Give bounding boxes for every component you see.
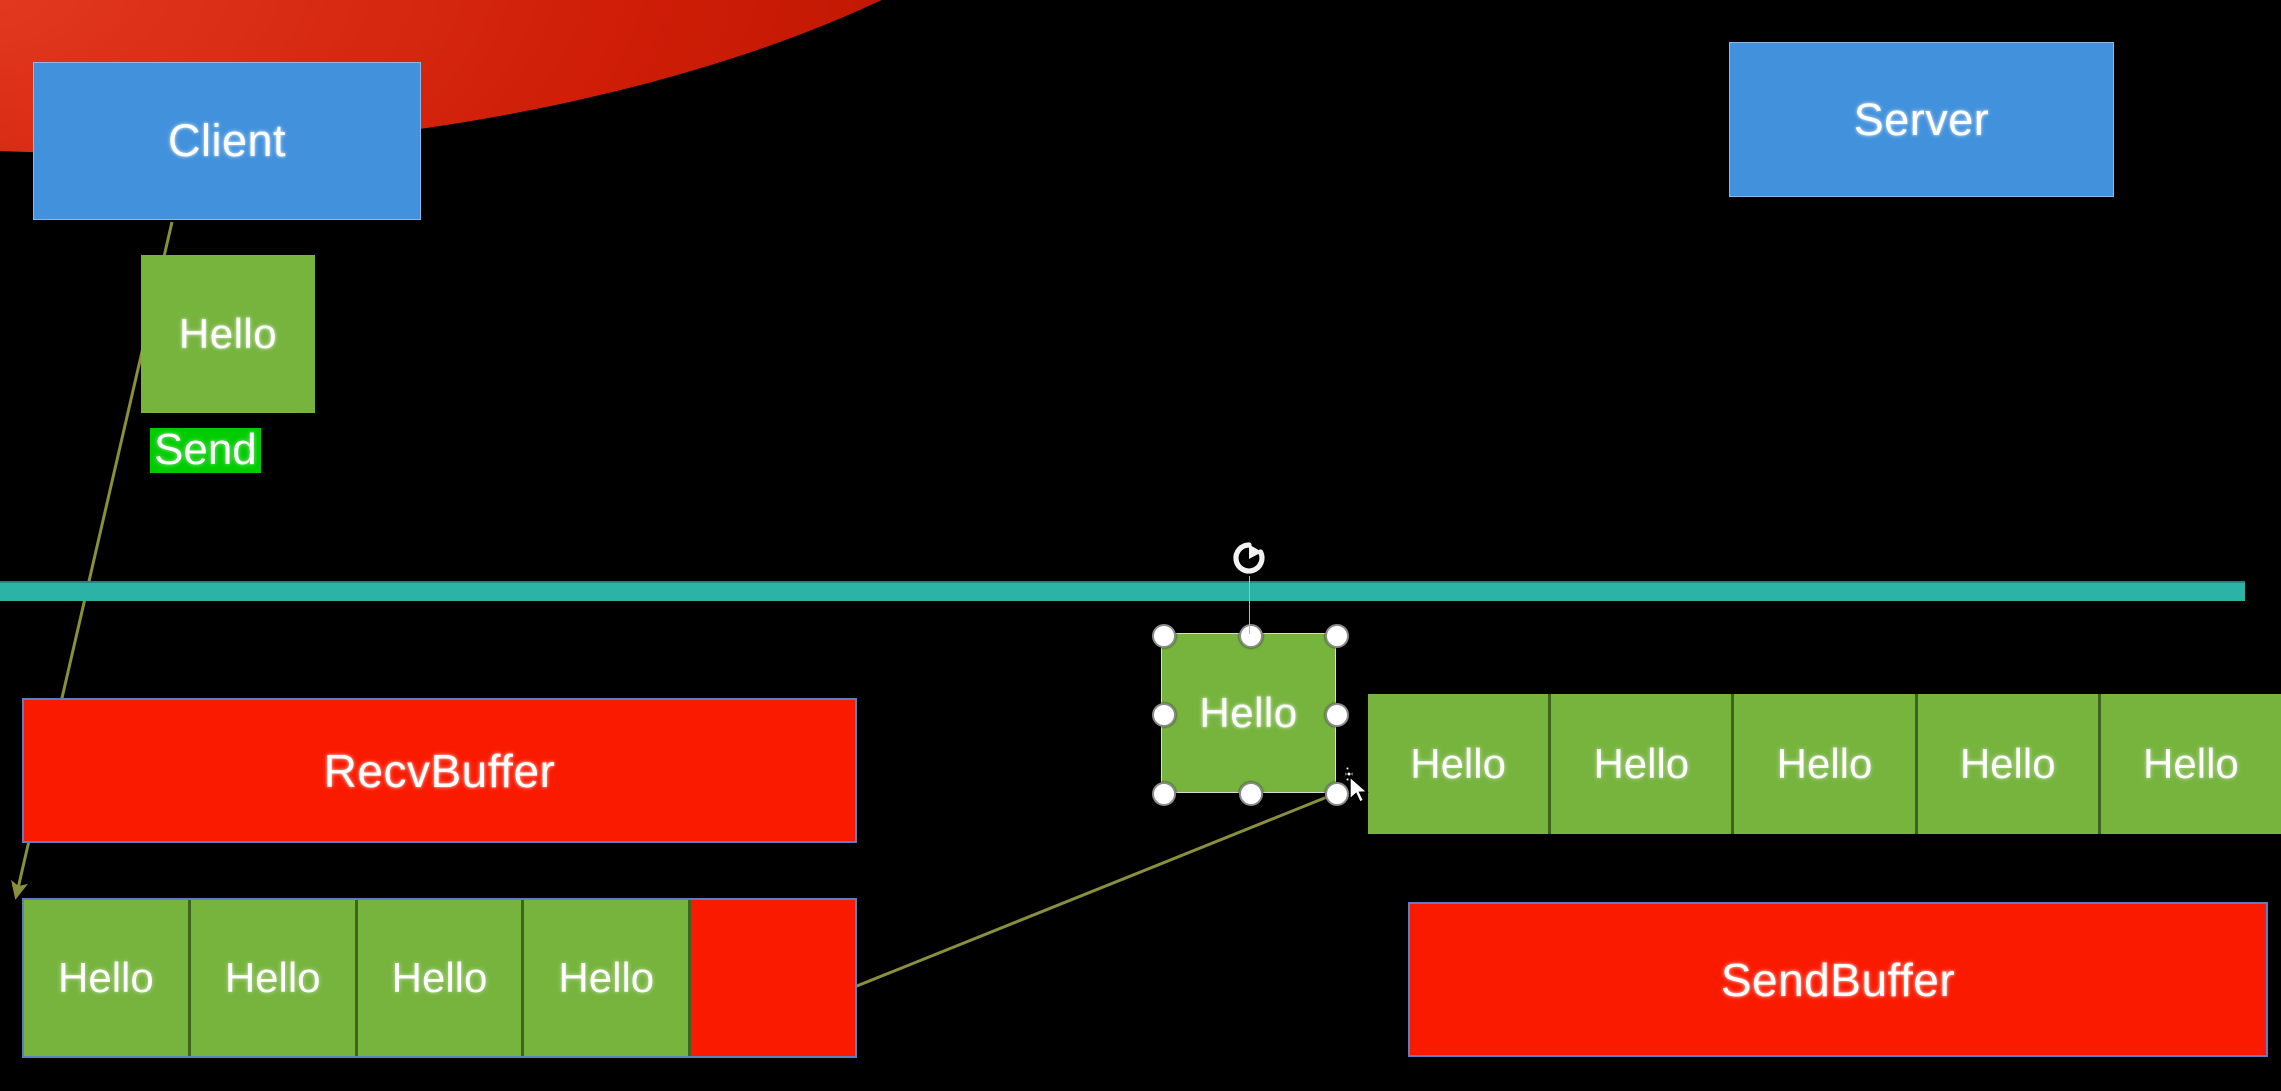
- server-label: Server: [1853, 93, 1990, 145]
- recv-queue-cell[interactable]: Hello: [357, 900, 525, 1056]
- client-packet-label: Hello: [178, 310, 278, 357]
- resize-handle-se[interactable]: [1325, 782, 1349, 806]
- send-queue-cell[interactable]: Hello: [2100, 694, 2281, 834]
- rotate-stem: [1248, 576, 1250, 634]
- send-queue-cell-label: Hello: [1776, 740, 1873, 787]
- resize-handle-e[interactable]: [1325, 703, 1349, 727]
- client-node[interactable]: Client: [33, 62, 421, 220]
- send-queue-cell[interactable]: Hello: [1368, 694, 1552, 834]
- move-cursor: [1342, 766, 1369, 803]
- send-buffer-node[interactable]: SendBuffer: [1408, 902, 2268, 1057]
- send-queue-cell[interactable]: Hello: [1551, 694, 1735, 834]
- recv-buffer-node[interactable]: RecvBuffer: [22, 698, 857, 843]
- recv-queue-cell-label: Hello: [391, 954, 488, 1001]
- send-queue-cell-label: Hello: [2143, 740, 2239, 787]
- recv-queue-row[interactable]: Hello Hello Hello Hello: [22, 898, 857, 1058]
- resize-handle-ne[interactable]: [1325, 624, 1349, 648]
- recv-queue-cell-label: Hello: [558, 954, 655, 1001]
- resize-handle-nw[interactable]: [1152, 624, 1176, 648]
- client-label: Client: [167, 115, 287, 166]
- recv-queue-cell[interactable]: Hello: [190, 900, 358, 1056]
- recv-buffer-label: RecvBuffer: [323, 744, 556, 797]
- floating-packet-node[interactable]: Hello: [1161, 633, 1336, 793]
- send-queue-cell[interactable]: Hello: [1917, 694, 2101, 834]
- resize-handle-sw[interactable]: [1152, 782, 1176, 806]
- recv-queue-free-slot: [691, 900, 855, 1056]
- rotate-icon[interactable]: [1229, 540, 1269, 580]
- recv-queue-cell-label: Hello: [224, 954, 321, 1001]
- resize-handle-w[interactable]: [1152, 703, 1176, 727]
- send-queue-cell-label: Hello: [1593, 740, 1690, 787]
- resize-handle-n[interactable]: [1238, 624, 1263, 648]
- send-label[interactable]: Send: [150, 427, 261, 473]
- send-queue-cell-label: Hello: [1959, 740, 2056, 787]
- recv-queue-cell[interactable]: Hello: [524, 900, 692, 1056]
- floating-packet-label: Hello: [1199, 689, 1298, 736]
- server-node[interactable]: Server: [1729, 42, 2114, 197]
- recv-queue-cell-label: Hello: [58, 954, 154, 1001]
- resize-handle-s[interactable]: [1238, 782, 1263, 806]
- send-queue-row[interactable]: Hello Hello Hello Hello Hello: [1368, 694, 2281, 834]
- send-buffer-label: SendBuffer: [1720, 953, 1956, 1006]
- recv-queue-cell[interactable]: Hello: [24, 900, 191, 1056]
- selection-frame: [1152, 542, 1349, 806]
- network-divider-line: [0, 581, 2245, 601]
- client-packet-node[interactable]: Hello: [141, 255, 315, 413]
- send-queue-cell[interactable]: Hello: [1734, 694, 1918, 834]
- line-packet-to-free-slot: [821, 791, 1338, 1002]
- send-queue-cell-label: Hello: [1410, 740, 1506, 787]
